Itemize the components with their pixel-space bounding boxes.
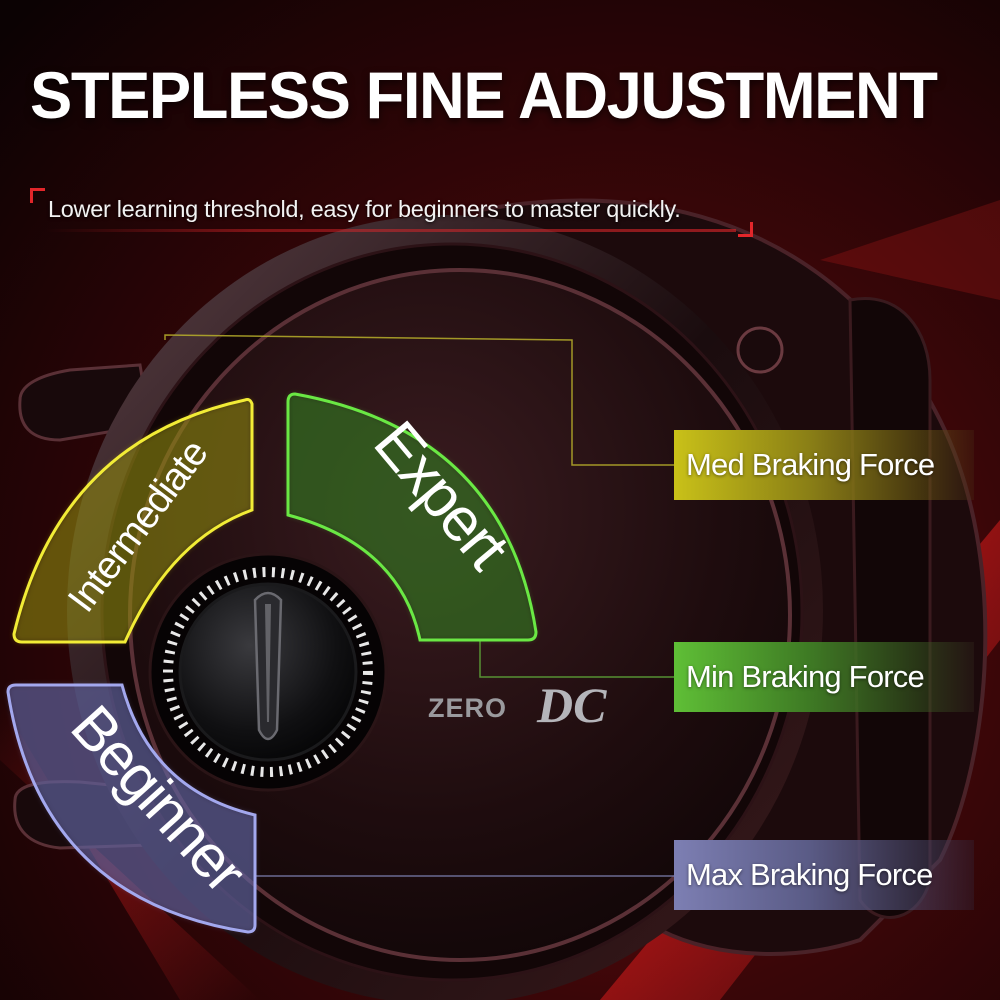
max-braking-force-label: Max Braking Force <box>674 840 974 910</box>
brake-dial-icon[interactable] <box>148 552 388 792</box>
leader-line-med <box>164 334 674 466</box>
brand-prefix: ZERO <box>428 693 507 723</box>
reel-frame <box>848 297 932 919</box>
intermediate-segment <box>12 398 254 644</box>
expert-segment <box>286 392 538 642</box>
min-braking-force-label: Min Braking Force <box>674 642 974 712</box>
subtitle-underline <box>46 229 736 232</box>
brand-logo: ZERO DC <box>428 677 607 733</box>
subtitle-bracket-right <box>738 222 753 237</box>
dial-knob-icon[interactable] <box>253 591 283 741</box>
med-braking-force-label: Med Braking Force <box>674 430 974 500</box>
frame-screw <box>736 326 784 374</box>
leader-line-min <box>479 640 674 678</box>
subtitle: Lower learning threshold, easy for begin… <box>48 196 681 222</box>
beginner-segment <box>6 683 257 934</box>
brand-suffix: DC <box>536 677 607 733</box>
page-title: STEPLESS FINE ADJUSTMENT <box>30 58 938 132</box>
subtitle-bracket-left <box>30 188 45 203</box>
